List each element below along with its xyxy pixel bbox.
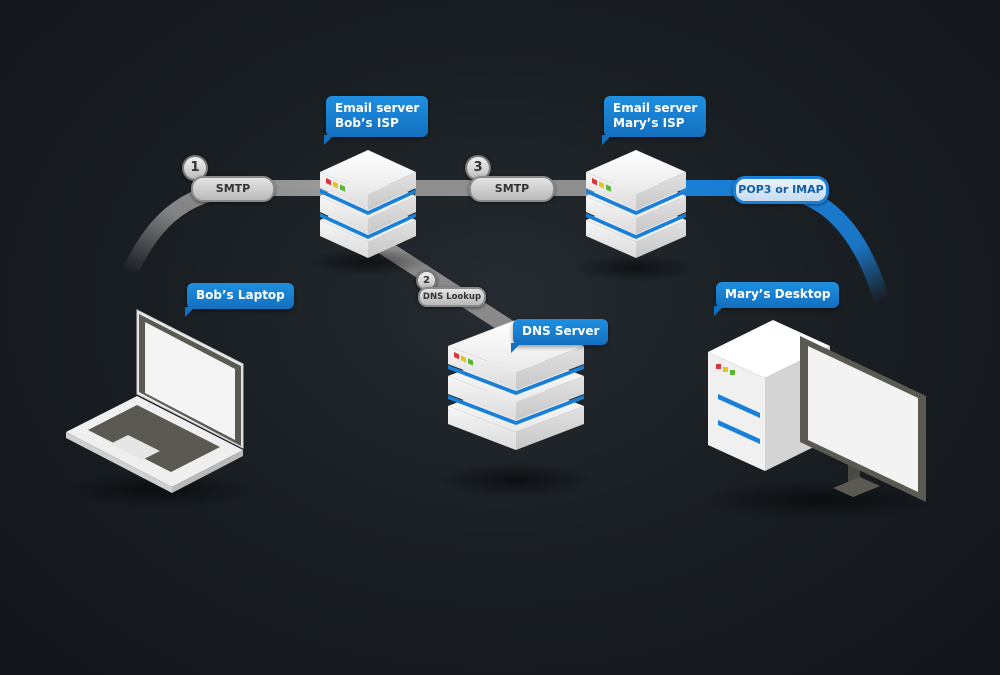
server-icon-bob-isp bbox=[320, 150, 416, 258]
mary-desktop-label-text: Mary’s Desktop bbox=[725, 287, 831, 301]
pop3-imap-protocol-pill: POP3 or IMAP bbox=[733, 176, 829, 204]
server-stripe-right bbox=[368, 189, 416, 215]
server-slab-left bbox=[320, 220, 368, 258]
desktop-shadow bbox=[700, 480, 940, 520]
server-slab-right bbox=[516, 406, 584, 450]
server-status-led bbox=[606, 184, 611, 192]
server-status-led bbox=[340, 184, 345, 192]
server-slab-right bbox=[636, 196, 686, 234]
server-slab-left bbox=[448, 376, 516, 420]
server-stripe-right bbox=[516, 395, 584, 425]
server-status-led bbox=[468, 358, 473, 366]
server-stripe-right bbox=[636, 213, 686, 239]
server-slab-left bbox=[586, 220, 636, 258]
mary-desktop-label: Mary’s Desktop bbox=[713, 282, 840, 316]
server-stripe-left bbox=[320, 189, 368, 215]
server-stripe-left bbox=[586, 189, 636, 215]
mary-isp-server-label-line-1: Email server bbox=[613, 101, 698, 115]
server-slab-right bbox=[368, 196, 416, 234]
server-icon-mary-isp bbox=[586, 150, 686, 258]
server-slab-top bbox=[586, 150, 686, 194]
server-slab-right bbox=[636, 172, 686, 210]
server-status-led bbox=[599, 181, 604, 189]
server-slab-right bbox=[516, 376, 584, 420]
mary-isp-server-label: Email server Mary’s ISP bbox=[601, 96, 707, 145]
bob-isp-server-label-line-1: Email server bbox=[335, 101, 420, 115]
server-status-led bbox=[326, 178, 331, 186]
server-stripe-right bbox=[368, 213, 416, 239]
server-status-led bbox=[333, 181, 338, 189]
bob-laptop-label-text: Bob’s Laptop bbox=[196, 288, 285, 302]
mary-isp-server-shadow bbox=[574, 254, 698, 282]
dns-server-label-text: DNS Server bbox=[522, 324, 600, 338]
bob-isp-server-shadow bbox=[306, 248, 430, 276]
server-stripe-left bbox=[586, 213, 636, 239]
server-slab-left bbox=[586, 196, 636, 234]
server-stripe-right bbox=[516, 365, 584, 395]
server-slab-right bbox=[368, 220, 416, 258]
server-slab-left bbox=[320, 196, 368, 234]
server-stripe-left bbox=[320, 213, 368, 239]
server-slab-top bbox=[320, 150, 416, 194]
laptop-icon bbox=[66, 309, 244, 493]
step-1-protocol-pill: SMTP bbox=[191, 176, 275, 202]
step-3-badge: 3 bbox=[465, 155, 491, 181]
server-stripe-left bbox=[448, 365, 516, 395]
mary-isp-server-label-line-2: Mary’s ISP bbox=[613, 116, 685, 130]
laptop-shadow bbox=[65, 472, 255, 508]
dns-server-shadow bbox=[438, 462, 594, 498]
server-slab-right bbox=[636, 220, 686, 258]
server-slab-right bbox=[516, 346, 584, 390]
monitor-icon bbox=[800, 336, 926, 502]
server-status-led bbox=[461, 355, 466, 363]
bob-laptop-label: Bob’s Laptop bbox=[185, 283, 294, 317]
server-stripe-left bbox=[448, 395, 516, 425]
bob-isp-server-label-line-2: Bob’s ISP bbox=[335, 116, 399, 130]
dns-server-label: DNS Server bbox=[510, 319, 609, 353]
server-slab-left bbox=[448, 346, 516, 390]
server-status-led bbox=[454, 352, 459, 360]
server-stripe-right bbox=[636, 189, 686, 215]
step-2-protocol-pill: DNS Lookup bbox=[418, 287, 486, 307]
bob-isp-server-label: Email server Bob’s ISP bbox=[323, 96, 429, 145]
step-3-protocol-pill: SMTP bbox=[469, 176, 555, 202]
server-slab-right bbox=[368, 172, 416, 210]
server-slab-left bbox=[448, 406, 516, 450]
step-2-badge: 2 bbox=[416, 270, 437, 291]
server-status-led bbox=[592, 178, 597, 186]
